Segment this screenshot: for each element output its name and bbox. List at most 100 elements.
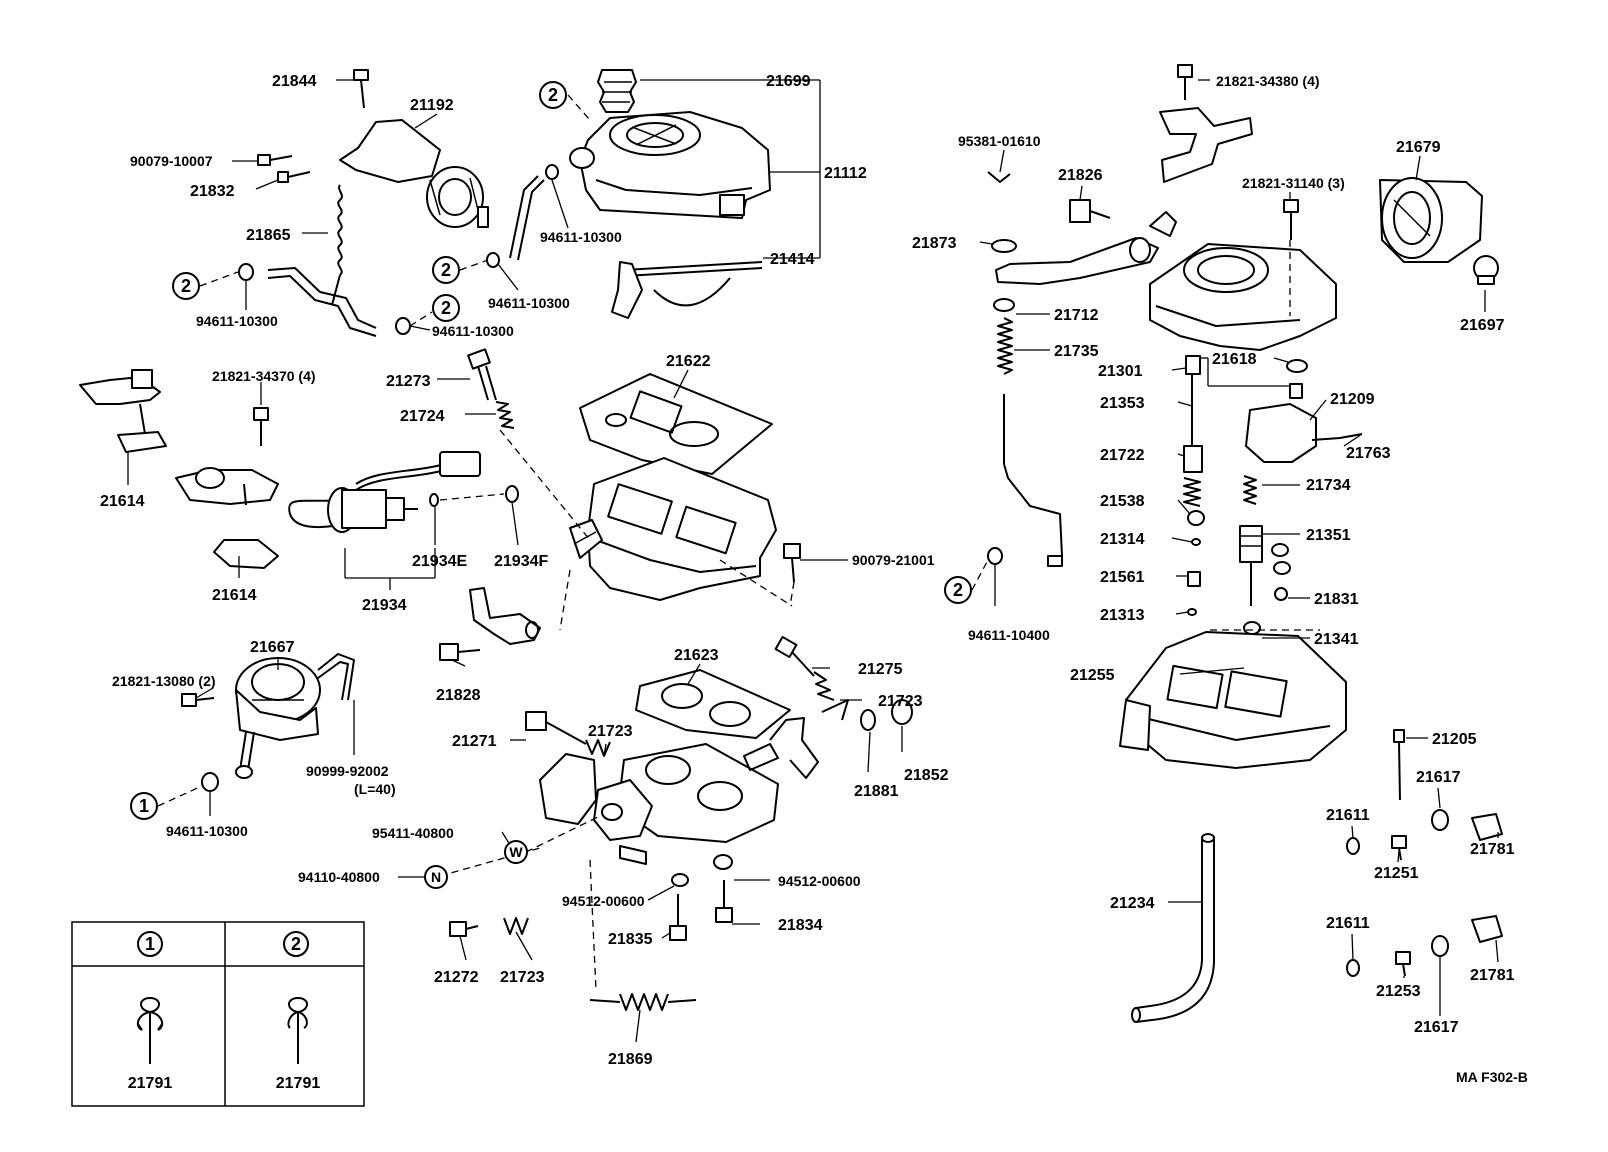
marker-2-text-b: 2 [181,276,191,296]
clip-type-2-icon [287,997,308,1064]
marker-2-text-e: 2 [953,580,963,600]
label-21844: 21844 [272,73,317,90]
label-21828: 21828 [436,687,481,704]
marker-2-text-d: 2 [441,298,451,318]
label-21255: 21255 [1070,667,1115,684]
tube-21234-drawing [1131,833,1215,1023]
screw-21275-drawing [743,635,849,779]
leader-lines [127,79,1499,1043]
bolt-21844-drawing [353,69,369,109]
rod-21735-drawing [997,317,1063,567]
label-21209: 21209 [1330,391,1375,408]
label-21821-34380: 21821-34380 (4) [1216,73,1320,89]
label-21724: 21724 [400,408,445,425]
marker-w-circle [504,840,528,864]
label-90999-92002: 90999-92002 [306,763,389,779]
jets-right-drawing [1346,809,1503,977]
label-21314: 21314 [1100,531,1145,548]
lever-21826-drawing [987,171,1177,312]
label-21617-a: 21617 [1416,769,1461,786]
marker-2-circle-e [944,576,972,604]
bracket-21821-34380-drawing [1159,64,1253,183]
label-21832: 21832 [190,183,235,200]
label-94512-00600-b: 94512-00600 [778,873,861,889]
legend-table-header-1-marker [137,931,163,957]
label-21852: 21852 [904,767,949,784]
label-21934: 21934 [362,597,407,614]
label-21275: 21275 [858,661,903,678]
washers-drawing [201,547,1003,792]
label-21934f: 21934F [494,553,548,570]
bolt-21821-13080-drawing [181,693,215,707]
label-94110-40800: 94110-40800 [298,869,380,885]
marker-2-text-a: 2 [548,85,558,105]
label-21561: 21561 [1100,569,1145,586]
label-21712: 21712 [1054,307,1099,324]
label-21623: 21623 [674,647,719,664]
part-labels: 21844 21192 90079-10007 21832 21865 9461… [100,73,1528,1085]
label-94611-10300-b: 94611-10300 [432,323,514,339]
marker-2-circle-c [432,256,460,284]
label-21414: 21414 [770,251,815,268]
label-21881: 21881 [854,783,899,800]
label-90079-21001: 90079-21001 [852,552,935,568]
label-94611-10300-c: 94611-10300 [540,229,622,245]
screw-90079-21001-drawing [783,543,801,583]
label-21679: 21679 [1396,139,1441,156]
label-21351: 21351 [1306,527,1351,544]
label-94512-00600-a: 94512-00600 [562,893,645,909]
label-21781-a: 21781 [1470,841,1515,858]
nut-washer-21881-21852-drawing [860,699,913,731]
label-21934e: 21934E [412,553,467,570]
label-21735: 21735 [1054,343,1099,360]
switch-21614-drawing [79,369,279,569]
label-95381-01610: 95381-01610 [958,133,1041,149]
legend-table-header-2-marker [283,931,309,957]
marker-1-text: 1 [139,796,149,816]
choke-opener-21679-drawing [1379,177,1499,285]
drawing-code: MA F302-B [1456,1069,1528,1085]
screw-21272-drawing [449,917,529,937]
label-21723-b: 21723 [588,723,633,740]
needle-21205-drawing [1393,729,1405,801]
label-21611-a: 21611 [1326,807,1370,824]
legend-table-header-1: 1 [145,934,155,954]
marker-2-circle-d [432,294,460,322]
throttle-body-drawing [539,669,791,865]
shaft-21414-drawing [611,261,763,319]
spring-21869-drawing [589,993,697,1011]
label-21273: 21273 [386,373,431,390]
label-94611-10300-a: 94611-10300 [196,313,278,329]
part-drawings [79,64,1503,1023]
label-21112: 21112 [824,165,867,182]
label-21723-c: 21723 [500,969,545,986]
label-21723-a: 21723 [878,693,923,710]
label-21614-a: 21614 [100,493,145,510]
label-21831: 21831 [1314,591,1359,608]
legend-table-header-2: 2 [291,934,301,954]
label-94611-10300-d: 94611-10300 [488,295,570,311]
main-body-right-drawing [1119,631,1347,769]
legend-table: 1 2 21791 21791 [71,921,365,1107]
label-21341: 21341 [1314,631,1359,648]
air-horn-right-drawing [1149,199,1337,351]
label-21234: 21234 [1110,895,1155,912]
spring-21865-drawing [331,184,343,306]
marker-n-circle [424,865,448,889]
label-21353: 21353 [1100,395,1145,412]
label-21253: 21253 [1376,983,1421,1000]
rings-21934e-f-drawing [429,485,519,507]
label-21614-b: 21614 [212,587,257,604]
air-horn-21112-drawing [569,69,771,219]
label-21821-13080: 21821-13080 (2) [112,673,216,689]
solenoid-21934-drawing [288,451,481,533]
label-21667: 21667 [250,639,295,656]
vacuum-hose-left-drawing [238,263,411,337]
screw-21273-spring-21724-drawing [467,348,515,429]
label-21618: 21618 [1212,351,1257,368]
label-21313: 21313 [1100,607,1145,624]
label-21826: 21826 [1058,167,1103,184]
label-21697: 21697 [1460,317,1505,334]
label-21835: 21835 [608,931,653,948]
